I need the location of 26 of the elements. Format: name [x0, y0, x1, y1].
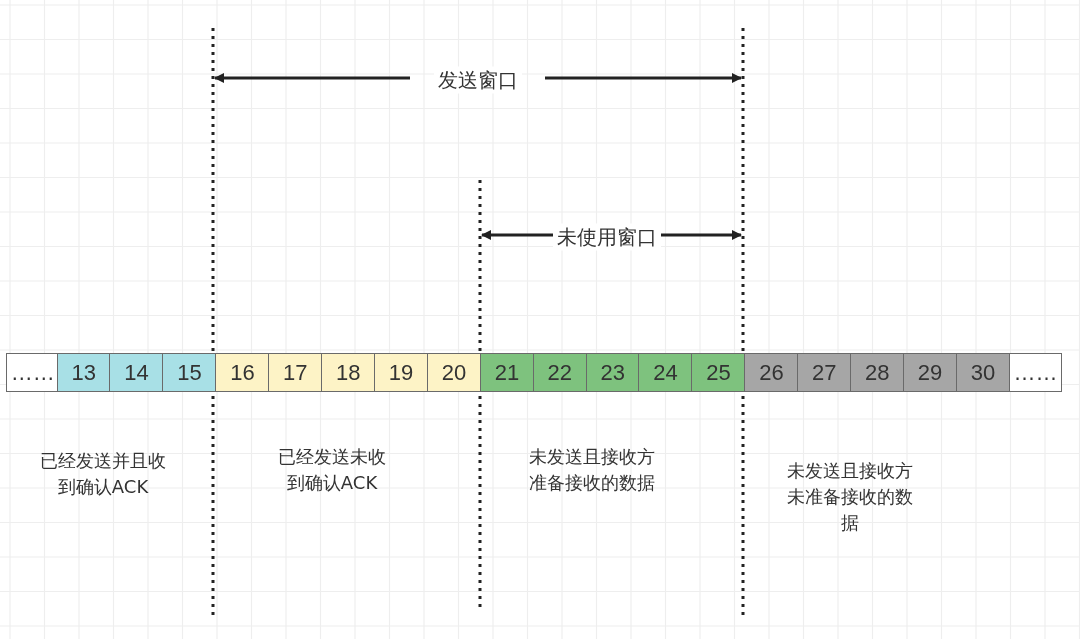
sequence-cell: 21 — [479, 353, 535, 392]
sequence-cell: 19 — [373, 353, 429, 392]
sequence-cell: 14 — [109, 353, 164, 392]
sequence-cell: 22 — [532, 353, 587, 392]
sequence-cell: 16 — [215, 353, 270, 392]
sequence-cell: 13 — [56, 353, 111, 392]
sequence-cell: 26 — [744, 353, 799, 392]
region-description: 已经发送未收到确认ACK — [277, 445, 387, 495]
sequence-cell: 15 — [162, 353, 217, 392]
sequence-cell: 17 — [268, 353, 323, 392]
region-description: 未发送且接收方未准备接收的数据 — [786, 459, 914, 535]
sequence-cell: 30 — [955, 353, 1011, 392]
sequence-cell: 18 — [321, 353, 376, 392]
sequence-cell: …… — [6, 353, 60, 392]
sequence-cell: 23 — [585, 353, 640, 392]
window-label: 发送窗口 — [434, 66, 522, 94]
sequence-cell: 25 — [691, 353, 746, 392]
sequence-cell: 24 — [638, 353, 693, 392]
region-description: 已经发送并且收到确认ACK — [40, 449, 166, 499]
sequence-cell: 29 — [902, 353, 958, 392]
sequence-cell: 27 — [797, 353, 852, 392]
sequence-cell: 28 — [850, 353, 905, 392]
region-description: 未发送且接收方准备接收的数据 — [528, 445, 656, 495]
sequence-cell: 20 — [426, 353, 482, 392]
sequence-cell: …… — [1008, 353, 1063, 392]
window-label: 未使用窗口 — [553, 223, 661, 251]
